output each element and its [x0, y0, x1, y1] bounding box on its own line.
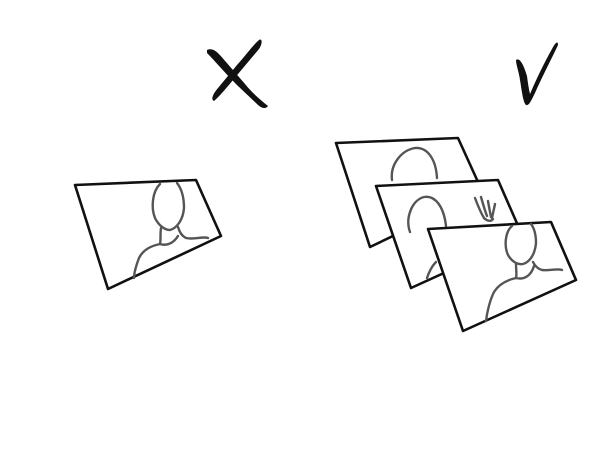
person-sketch	[132, 181, 210, 280]
waving-hand-sketch	[473, 195, 497, 222]
panel-single-frame	[73, 39, 268, 291]
checkmark-icon	[516, 42, 558, 106]
person-sketch	[390, 146, 439, 182]
cross-icon	[207, 39, 268, 109]
person-sketch	[484, 222, 564, 323]
person-sketch	[407, 195, 497, 280]
video-frame-3	[426, 220, 578, 333]
panel-frame-sequence	[334, 42, 578, 333]
video-frame	[73, 178, 223, 291]
